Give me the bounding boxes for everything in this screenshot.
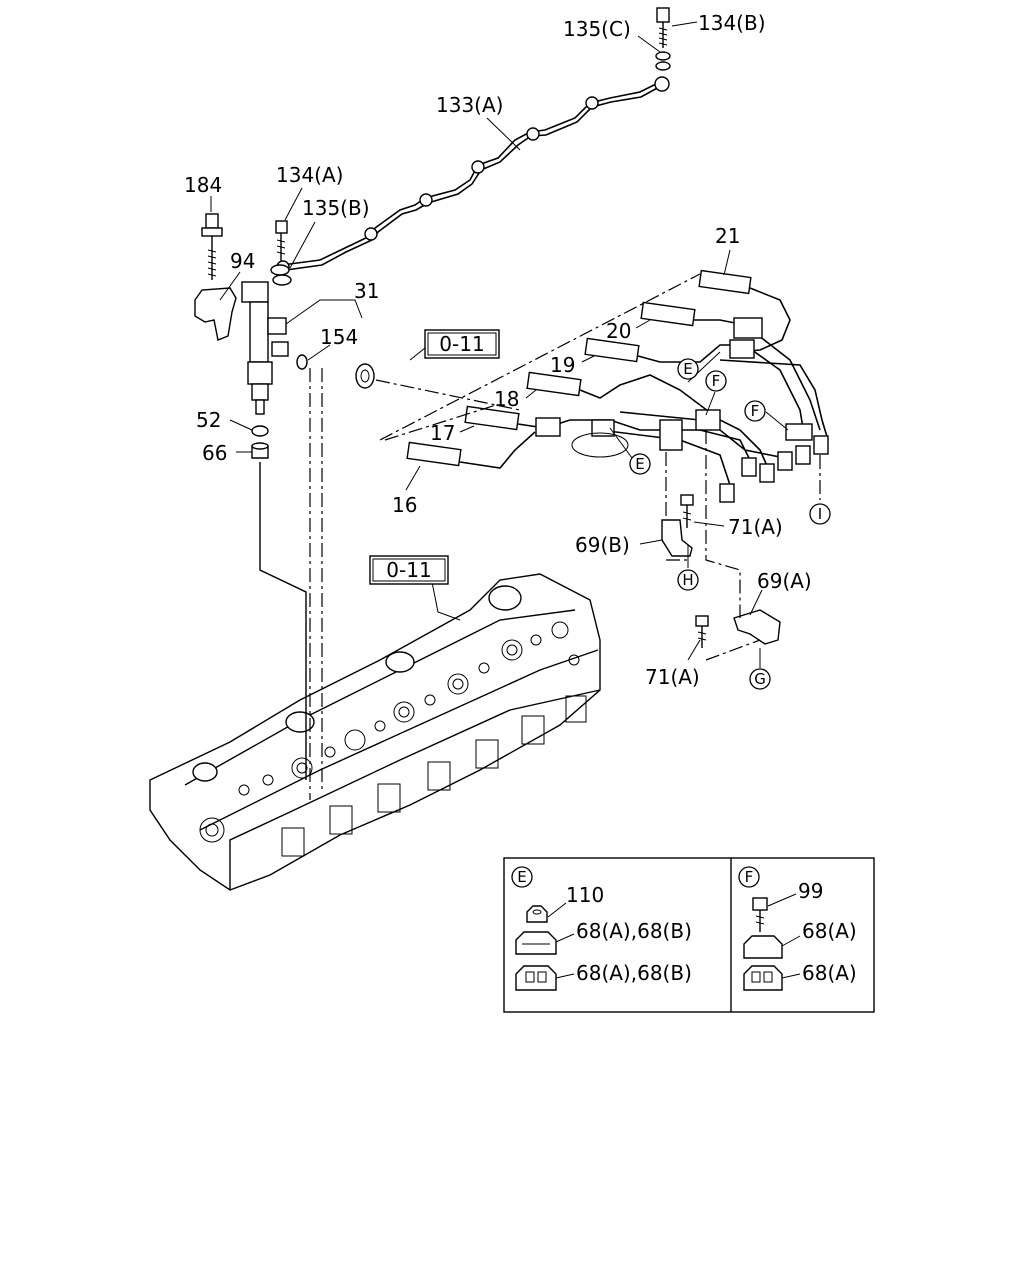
washers-135b — [270, 264, 292, 286]
marker-f-main: F — [705, 370, 727, 392]
label-184: 184 — [184, 173, 222, 197]
label-69a: 69(A) — [757, 569, 812, 593]
label-135c: 135(C) — [563, 17, 631, 41]
label-16: 16 — [392, 493, 417, 517]
label-31: 31 — [354, 279, 379, 303]
ref-box-mid: 0-11 — [369, 555, 449, 585]
label-19: 19 — [550, 353, 575, 377]
detail-e: E 110 68(A),68(B) 68(A),68(B) — [511, 866, 692, 991]
label-71a-top: 71(A) — [728, 515, 783, 539]
label-17: 17 — [430, 421, 455, 445]
bolt-71a-bottom — [695, 615, 709, 648]
detail-e-part-110: 110 — [566, 883, 604, 907]
label-133a: 133(A) — [436, 93, 503, 117]
svg-text:E: E — [683, 360, 692, 378]
detail-panel — [503, 857, 875, 1013]
bracket-69b — [661, 519, 693, 557]
marker-e-main: E — [677, 358, 699, 380]
svg-text:H: H — [682, 571, 693, 589]
bolt-134a — [275, 220, 288, 262]
label-71a-bottom: 71(A) — [645, 665, 700, 689]
bolt-184 — [201, 213, 223, 280]
label-134a: 134(A) — [276, 163, 343, 187]
marker-i: I — [809, 503, 831, 525]
label-135b: 135(B) — [302, 196, 370, 220]
bolt-71a-top — [680, 494, 694, 528]
label-134b: 134(B) — [698, 11, 766, 35]
injection-pipes — [406, 269, 829, 503]
label-18: 18 — [494, 387, 519, 411]
detail-f-line2: 68(A) — [802, 961, 857, 985]
detail-e-letter: E — [517, 868, 526, 886]
svg-text:F: F — [712, 372, 721, 390]
washers-135c — [655, 51, 671, 71]
marker-g: G — [749, 668, 771, 690]
svg-text:G: G — [754, 670, 766, 688]
marker-h: H — [677, 569, 699, 591]
marker-f-side: F — [744, 400, 766, 422]
sleeve-seal — [355, 363, 375, 389]
injector-31 — [241, 281, 289, 415]
leader-lines — [210, 21, 821, 800]
callout-labels: 135(C) 134(B) 133(A) 184 134(A) 135(B) 9… — [184, 11, 812, 689]
detail-f-part-99: 99 — [798, 879, 823, 903]
svg-text:I: I — [818, 505, 822, 523]
clamp-94 — [194, 287, 237, 341]
label-21: 21 — [715, 224, 740, 248]
label-66: 66 — [202, 441, 227, 465]
detail-e-line2: 68(A),68(B) — [576, 961, 692, 985]
washer-52 — [251, 425, 269, 437]
label-69b: 69(B) — [575, 533, 630, 557]
svg-text:F: F — [751, 402, 760, 420]
detail-f: F 99 68(A) 68(A) — [738, 866, 857, 991]
return-pipe-133a — [276, 76, 670, 274]
cylinder-head — [149, 573, 601, 891]
marker-e-lower: E — [629, 453, 651, 475]
svg-text:E: E — [635, 455, 644, 473]
ref-label-mid: 0-11 — [386, 558, 431, 582]
label-52: 52 — [196, 408, 221, 432]
label-20: 20 — [606, 319, 631, 343]
ref-label-top: 0-11 — [439, 332, 484, 356]
detail-f-line1: 68(A) — [802, 919, 857, 943]
detail-e-line1: 68(A),68(B) — [576, 919, 692, 943]
ref-box-top: 0-11 — [424, 329, 500, 359]
o-ring-154 — [296, 354, 308, 370]
label-94: 94 — [230, 249, 255, 273]
seal-66 — [251, 442, 269, 459]
detail-f-letter: F — [745, 868, 754, 886]
bolt-134b — [656, 7, 670, 48]
bracket-69a — [733, 609, 781, 645]
label-154: 154 — [320, 325, 358, 349]
